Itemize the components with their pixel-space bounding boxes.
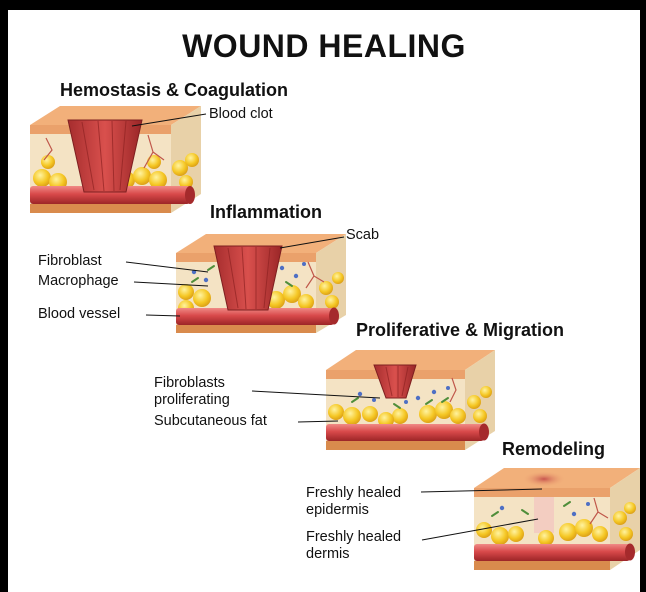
label-blood-vessel: Blood vessel — [38, 306, 120, 323]
label-freshly-healed-epidermis: Freshly healed epidermis — [306, 485, 401, 519]
label-fibroblast: Fibroblast — [38, 253, 102, 270]
page-title: WOUND HEALING — [8, 28, 640, 65]
label-freshly-healed-dermis: Freshly healed dermis — [306, 529, 401, 563]
label-fibroblasts-proliferating: Fibroblasts proliferating — [154, 375, 230, 409]
remodeling-skin-block — [474, 468, 640, 570]
proliferative-skin-block — [326, 350, 495, 450]
label-subcutaneous-fat: Subcutaneous fat — [154, 413, 267, 430]
hemostasis-skin-block — [30, 106, 201, 213]
diagram-panel: WOUND HEALING Hemostasis & Coagulation B… — [8, 10, 640, 592]
stage-title-hemostasis: Hemostasis & Coagulation — [60, 80, 288, 101]
label-scab: Scab — [346, 227, 379, 244]
stage-title-remodeling: Remodeling — [502, 439, 605, 460]
label-blood-clot: Blood clot — [209, 106, 273, 123]
stage-title-inflammation: Inflammation — [210, 202, 322, 223]
stage-title-proliferative: Proliferative & Migration — [356, 320, 564, 341]
inflammation-skin-block — [176, 234, 346, 333]
label-macrophage: Macrophage — [38, 273, 119, 290]
